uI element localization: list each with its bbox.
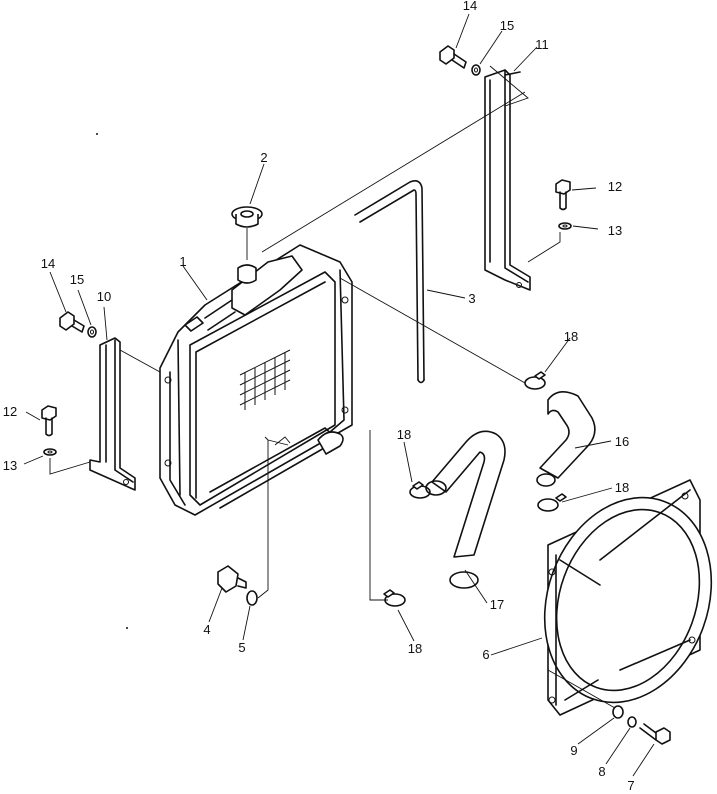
bolt-7 (639, 723, 671, 745)
callout-15-left: 15 (70, 272, 84, 287)
bracket-right (484, 69, 531, 291)
callout-15-top: 15 (500, 18, 514, 33)
callout-10: 10 (97, 289, 111, 304)
washer-13-right (558, 222, 572, 230)
fan-shroud (543, 479, 713, 716)
overflow-hose (354, 180, 425, 384)
callout-13-right: 13 (608, 223, 622, 238)
callout-1: 1 (179, 254, 186, 269)
lower-hose (425, 430, 506, 589)
washer-13-left (43, 448, 57, 456)
washer-8 (627, 716, 637, 728)
speck (96, 133, 98, 135)
washer-9 (612, 705, 624, 719)
hose-clamp-2 (409, 481, 431, 499)
callout-7: 7 (627, 778, 634, 793)
o-ring (246, 590, 258, 606)
hose-clamp-1 (524, 371, 546, 390)
callout-5: 5 (238, 640, 245, 655)
washer-15-left (87, 326, 97, 338)
bolt-14-left (59, 311, 85, 333)
callout-2: 2 (260, 150, 267, 165)
bolt-14-top (439, 45, 467, 69)
callout-labels: 1 2 3 4 5 6 7 8 9 10 11 12 12 13 13 14 1… (3, 0, 635, 793)
callout-14-left: 14 (41, 256, 55, 271)
callout-4: 4 (203, 622, 210, 637)
callout-16: 16 (615, 434, 629, 449)
callout-12-left: 12 (3, 404, 17, 419)
callout-18-right: 18 (615, 480, 629, 495)
hose-clamp-3 (537, 493, 567, 512)
speck (126, 627, 128, 629)
callout-13-left: 13 (3, 458, 17, 473)
callout-8: 8 (598, 764, 605, 779)
callout-18-lower: 18 (408, 641, 422, 656)
callout-6: 6 (482, 647, 489, 662)
washer-15-top (471, 64, 481, 76)
callout-18-middle: 18 (397, 427, 411, 442)
bracket-left (89, 337, 136, 491)
alignment-lines (49, 65, 616, 709)
callout-leaders (23, 13, 655, 777)
callout-17: 17 (490, 597, 504, 612)
callout-3: 3 (468, 291, 475, 306)
bolt-12-right (555, 179, 571, 211)
hose-clamp-4 (383, 589, 406, 607)
callout-11: 11 (535, 37, 549, 52)
radiator (159, 244, 353, 516)
upper-hose (536, 391, 596, 487)
drain-cock (217, 565, 247, 593)
callout-9: 9 (570, 743, 577, 758)
callout-12-right: 12 (608, 179, 622, 194)
bolt-12-left (41, 405, 57, 437)
callout-18-upper: 18 (564, 329, 578, 344)
callout-14-top: 14 (463, 0, 477, 13)
drain-leader (257, 440, 269, 599)
radiator-cap (231, 206, 263, 228)
